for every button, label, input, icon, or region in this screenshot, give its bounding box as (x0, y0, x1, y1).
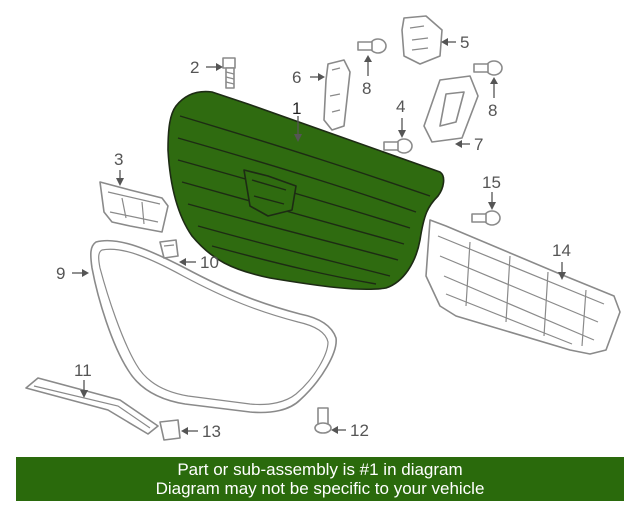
banner-line-2: Diagram may not be specific to your vehi… (155, 479, 485, 498)
part-11-lower-molding (25, 377, 159, 435)
callout-13: 13 (202, 422, 221, 441)
callout-4: 4 (396, 97, 405, 116)
part-13-clip (159, 419, 181, 441)
part-6-bracket (323, 59, 351, 131)
banner-line-1: Part or sub-assembly is #1 in diagram (177, 460, 463, 479)
part-1-grille-assembly (167, 90, 445, 291)
part-8-screw-right (473, 60, 503, 76)
callout-7: 7 (474, 135, 483, 154)
part-8-screw-upper (357, 38, 387, 54)
part-3-emblem (99, 181, 169, 233)
part-9-grille-surround (90, 239, 337, 414)
callout-10: 10 (200, 253, 219, 272)
exploded-parts-diagram: 1 2 3 4 5 6 7 8 8 9 10 11 12 13 14 15 (25, 15, 621, 441)
callout-2: 2 (190, 58, 199, 77)
part-10-clip (159, 239, 179, 259)
callout-8-upper: 8 (362, 79, 371, 98)
callout-5: 5 (460, 33, 469, 52)
part-2-bolt (222, 57, 236, 89)
callout-15: 15 (482, 173, 501, 192)
part-4-screw (383, 138, 413, 154)
callout-14: 14 (552, 241, 571, 260)
part-14-grille-carrier (425, 219, 621, 355)
callout-3: 3 (114, 150, 123, 169)
callout-8-right: 8 (488, 101, 497, 120)
callout-11: 11 (74, 361, 92, 380)
part-12-bolt (314, 407, 332, 434)
callout-6: 6 (292, 68, 301, 87)
part-5-bracket (401, 15, 443, 65)
callout-12: 12 (350, 421, 369, 440)
callout-9: 9 (56, 264, 65, 283)
part-7-bracket (423, 75, 479, 143)
callout-1: 1 (292, 99, 301, 118)
part-info-banner: Part or sub-assembly is #1 in diagram Di… (16, 457, 624, 501)
leader-lines (72, 38, 566, 435)
part-15-screw (471, 210, 501, 226)
callout-labels: 1 2 3 4 5 6 7 8 8 9 10 11 12 13 14 15 (56, 33, 571, 441)
